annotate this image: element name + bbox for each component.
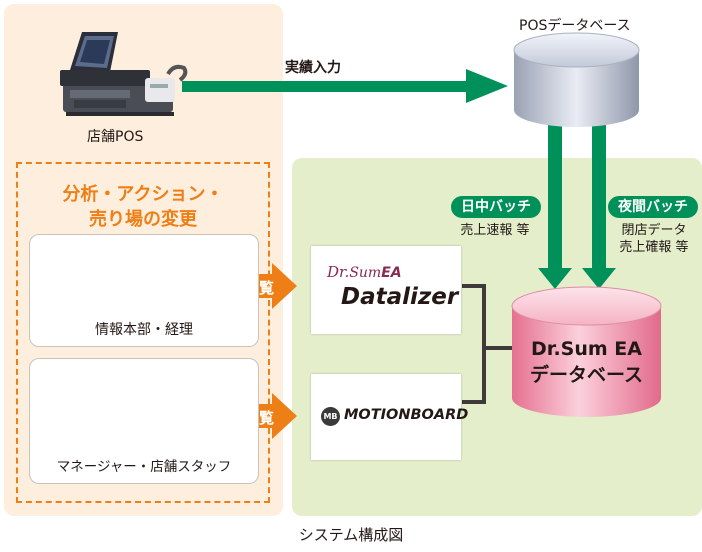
drsum-database-cylinder [511,286,662,417]
datalizer-logo-ea: EA [381,265,402,281]
users-heading-line2: 売り場の変更 [89,209,197,230]
night-batch-desc-line1: 閉店データ [621,223,687,238]
view-label-1: 閲覧 [240,279,279,297]
batch-arrow-left-head [538,268,572,289]
motionboard-logo-box: MB MOTIONBOARD [311,374,468,460]
staff-user-card [29,358,259,484]
pos-terminal-icon [60,32,188,116]
input-arrow-label: 実績入力 [285,60,341,76]
drsum-database-line2: データベース [529,364,644,386]
users-group-frame [16,162,270,503]
datalizer-logo-sum: Sum [349,265,382,281]
motionboard-logo-name: MOTIONBOARD [344,407,469,423]
input-arrow-head [466,69,508,103]
batch-arrow-left-shaft [548,122,562,274]
daytime-batch-badge: 日中バッチ [451,196,541,218]
night-batch-desc-line2: 売上確報 等 [619,240,689,255]
night-batch-desc: 閉店データ 売上確報 等 [608,222,700,256]
hq-user-label: 情報本部・経理 [95,322,193,338]
datalizer-logo-top: Dr.SumEA [327,262,402,281]
input-arrow-shaft [182,81,468,92]
drsum-database-line1: Dr.Sum EA [531,338,642,360]
pos-database-title: POSデータベース [519,18,631,34]
pos-database-cylinder [513,32,640,127]
daytime-batch-desc: 売上速報 等 [460,223,530,238]
store-pos-label: 店舗POS [87,129,144,145]
drsum-database-label: Dr.Sum EA データベース [512,336,661,388]
users-heading: 分析・アクション・ 売り場の変更 [16,182,270,232]
motionboard-mark-icon: MB [321,407,340,426]
night-batch-badge: 夜間バッチ [608,196,698,218]
staff-user-label: マネージャー・店舗スタッフ [56,459,232,475]
hq-user-card [29,234,259,347]
datalizer-logo-name: Datalizer [341,284,459,310]
view-label-2: 閲覧 [240,409,279,427]
batch-arrow-right-head [582,268,616,289]
datalizer-logo-dr: Dr. [327,263,350,281]
connector-apps [462,284,486,404]
diagram-caption: システム構成図 [298,526,404,544]
users-heading-line1: 分析・アクション・ [62,184,224,205]
batch-arrow-right-shaft [592,122,606,274]
datalizer-logo-box: Dr.SumEA Datalizer [311,246,461,334]
